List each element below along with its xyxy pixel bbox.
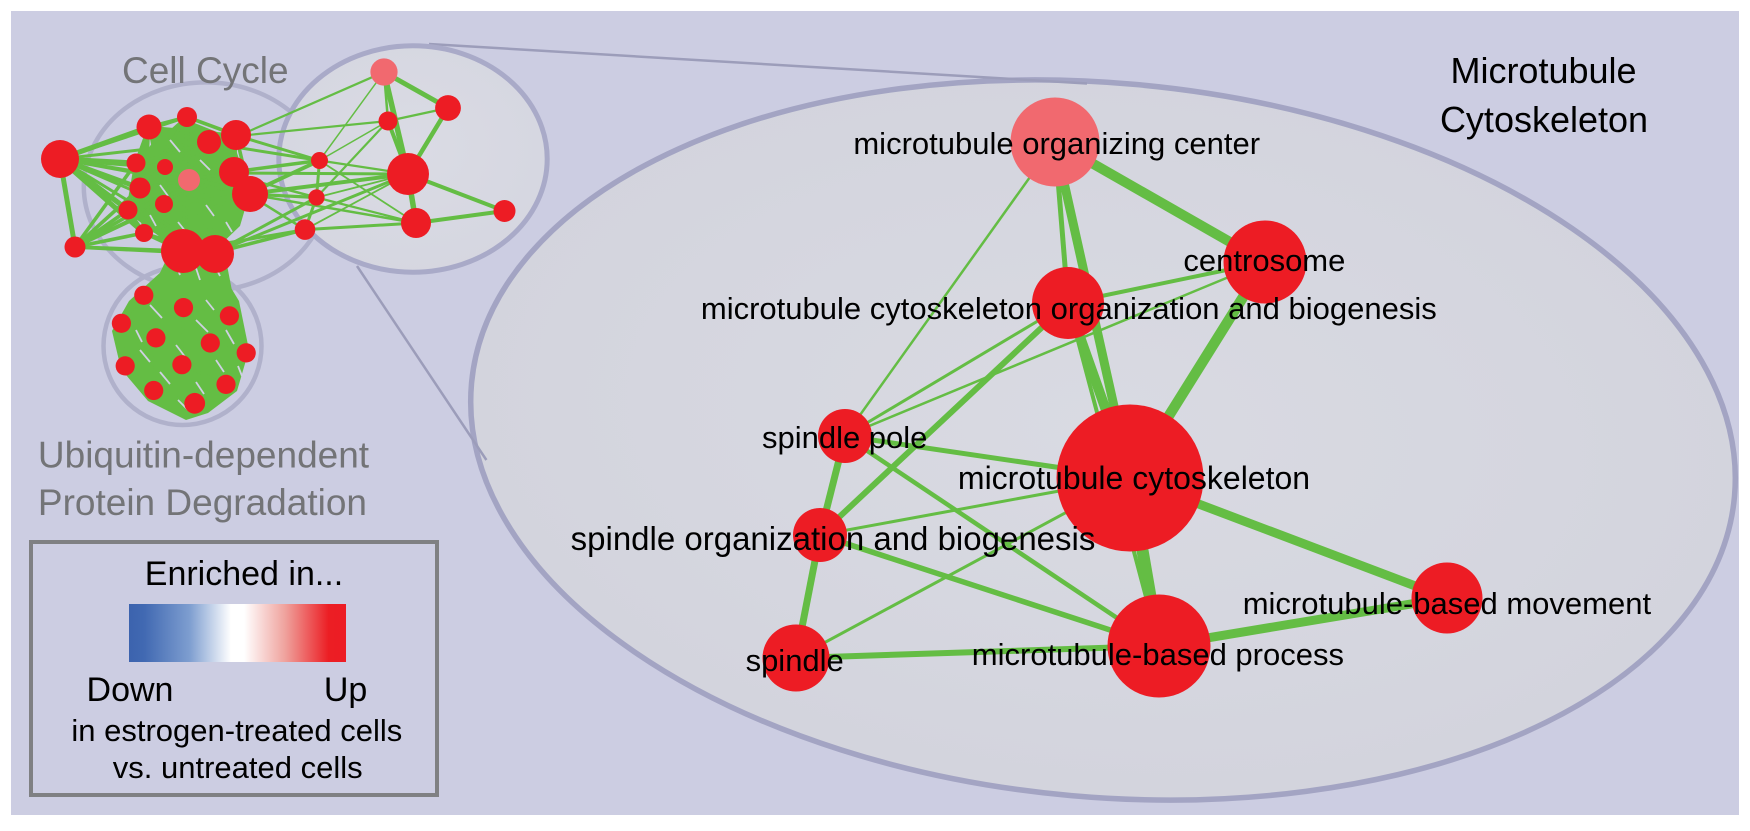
svg-text:centrosome: centrosome xyxy=(1183,243,1345,278)
svg-text:Protein Degradation: Protein Degradation xyxy=(38,482,367,523)
svg-text:spindle pole: spindle pole xyxy=(762,420,927,455)
svg-text:vs. untreated cells: vs. untreated cells xyxy=(113,750,363,785)
svg-text:Ubiquitin-dependent: Ubiquitin-dependent xyxy=(38,435,370,476)
svg-text:spindle organization and bioge: spindle organization and biogenesis xyxy=(571,520,1096,557)
svg-text:microtubule cytoskeleton organ: microtubule cytoskeleton organization an… xyxy=(701,291,1437,326)
svg-text:Down: Down xyxy=(87,671,174,709)
svg-text:Up: Up xyxy=(324,671,367,709)
svg-text:Microtubule: Microtubule xyxy=(1450,50,1636,91)
svg-text:Enriched in...: Enriched in... xyxy=(145,555,343,593)
svg-text:microtubule-based movement: microtubule-based movement xyxy=(1243,586,1652,621)
svg-text:Cytoskeleton: Cytoskeleton xyxy=(1440,99,1648,140)
svg-text:in estrogen-treated cells: in estrogen-treated cells xyxy=(71,713,402,748)
svg-text:microtubule cytoskeleton: microtubule cytoskeleton xyxy=(958,460,1310,496)
svg-text:microtubule-based process: microtubule-based process xyxy=(972,637,1344,672)
svg-text:Cell Cycle: Cell Cycle xyxy=(122,50,289,91)
svg-text:spindle: spindle xyxy=(746,643,844,678)
svg-text:microtubule organizing center: microtubule organizing center xyxy=(853,126,1260,161)
